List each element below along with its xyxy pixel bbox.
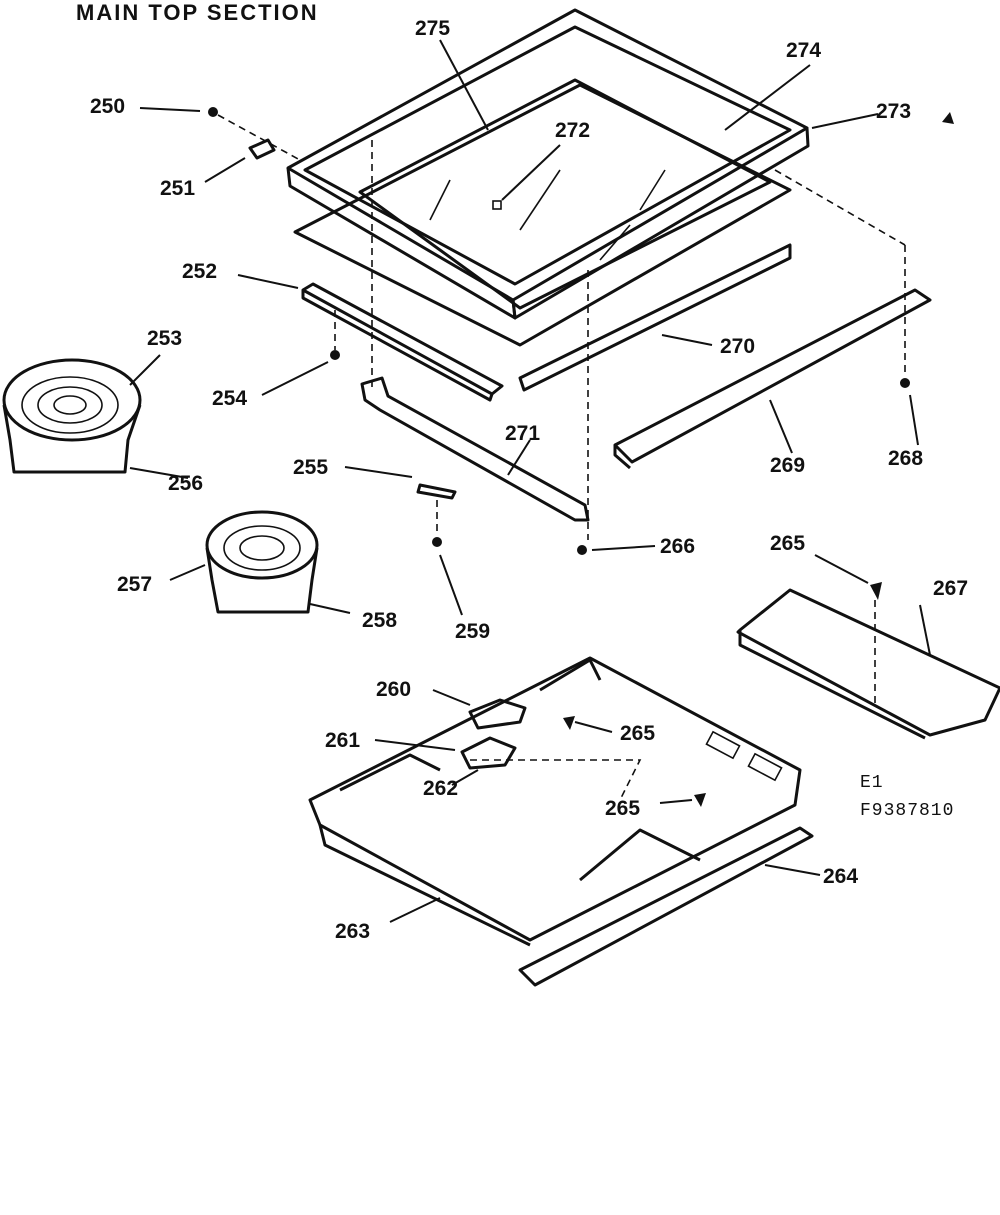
clip-251 <box>248 138 276 160</box>
clip-255 <box>416 483 457 500</box>
callout-267: 267 <box>933 577 968 600</box>
callout-251: 251 <box>160 177 195 200</box>
callout-265-top: 265 <box>770 532 805 555</box>
screw-265-mid <box>563 716 575 730</box>
callout-250: 250 <box>90 95 125 118</box>
callout-274: 274 <box>786 39 821 62</box>
trim-252 <box>301 282 504 402</box>
callout-262: 262 <box>423 777 458 800</box>
trim-269 <box>613 288 932 470</box>
shield-267 <box>736 588 1000 740</box>
nut-259 <box>432 537 442 547</box>
callout-257: 257 <box>117 573 152 596</box>
screw-265-low <box>694 793 706 807</box>
plate-261 <box>460 736 517 770</box>
callout-254: 254 <box>212 387 247 410</box>
callout-261: 261 <box>325 729 360 752</box>
callout-268: 268 <box>888 447 923 470</box>
callout-255: 255 <box>293 456 328 479</box>
callout-263: 263 <box>335 920 370 943</box>
callout-266: 266 <box>660 535 695 558</box>
screw-268 <box>900 378 910 388</box>
surface-element-253 <box>2 358 142 474</box>
glass-panel-275 <box>358 78 772 310</box>
drawing-code-line1: E1 <box>860 773 884 793</box>
callout-265-low: 265 <box>605 797 640 820</box>
callout-269: 269 <box>770 454 805 477</box>
callout-258: 258 <box>362 609 397 632</box>
callout-259: 259 <box>455 620 490 643</box>
callout-271: 271 <box>505 422 540 445</box>
callout-275: 275 <box>415 17 450 40</box>
strip-264 <box>518 826 814 987</box>
callout-253: 253 <box>147 327 182 350</box>
surface-element-257 <box>205 510 319 614</box>
callout-260: 260 <box>376 678 411 701</box>
element-pan-263 <box>308 656 802 947</box>
marker-triangle <box>942 112 954 124</box>
callout-273: 273 <box>876 100 911 123</box>
gasket-274 <box>293 83 792 347</box>
section-title: MAIN TOP SECTION <box>76 0 319 25</box>
callout-270: 270 <box>720 335 755 358</box>
screw-254 <box>330 350 340 360</box>
drawing-code-line2: F9387810 <box>860 801 955 821</box>
callout-264: 264 <box>823 865 858 888</box>
screw-266 <box>577 545 587 555</box>
callout-256: 256 <box>168 472 203 495</box>
brace-260 <box>468 698 527 730</box>
screw-265-top <box>870 582 882 600</box>
glass-frame-273 <box>286 8 810 320</box>
callout-265-mid: 265 <box>620 722 655 745</box>
callout-252: 252 <box>182 260 217 283</box>
callout-272: 272 <box>555 119 590 142</box>
bracket-271 <box>360 376 590 522</box>
screw-250 <box>208 107 218 117</box>
trim-270 <box>518 243 792 392</box>
